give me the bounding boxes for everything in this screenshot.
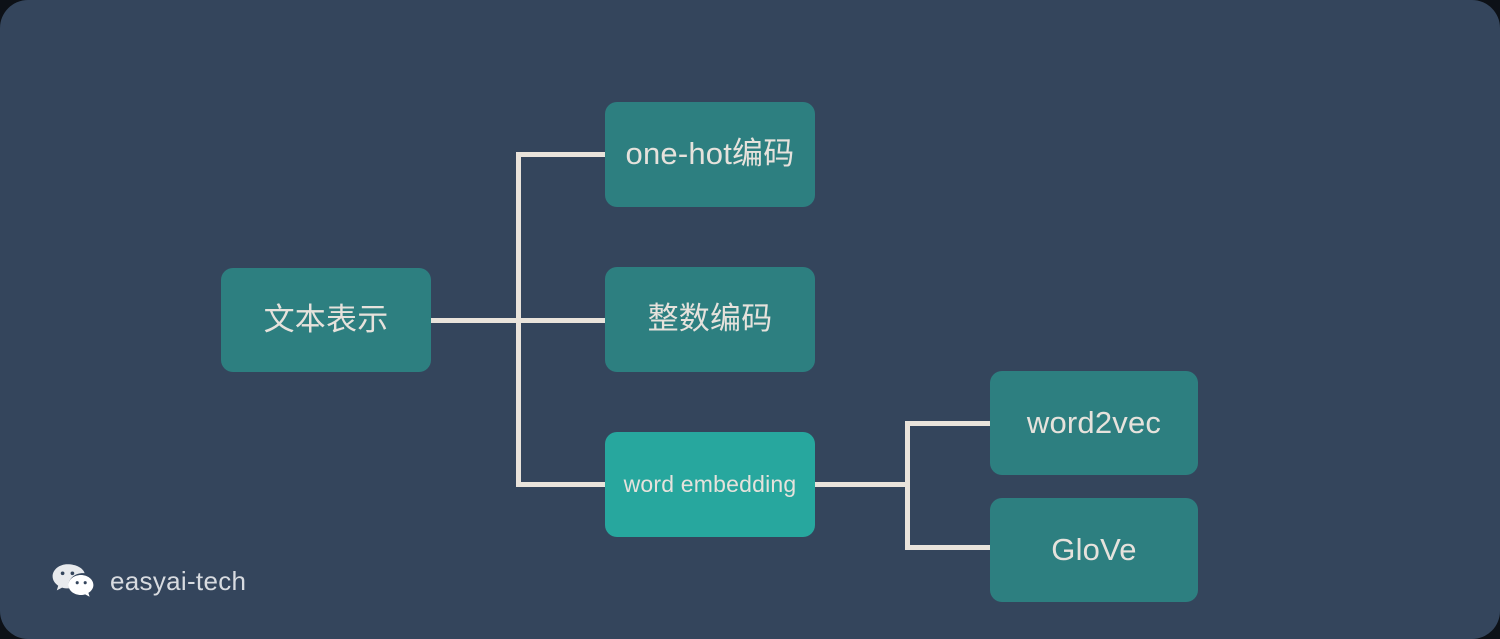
edge-trunk2-to-glove [905, 545, 994, 550]
node-glove[interactable]: GloVe [990, 498, 1198, 602]
edge-trunk-vertical [516, 152, 521, 487]
node-root-text-representation[interactable]: 文本表示 [221, 268, 431, 372]
node-one-hot-encoding[interactable]: one-hot编码 [605, 102, 815, 207]
node-word2vec[interactable]: word2vec [990, 371, 1198, 475]
node-integer-encoding[interactable]: 整数编码 [605, 267, 815, 372]
edge-trunk-to-word-embedding [516, 482, 605, 487]
brand-footer: easyai-tech [52, 563, 246, 599]
brand-label: easyai-tech [110, 565, 247, 596]
edge-word-embedding-to-trunk2 [815, 482, 910, 487]
wechat-icon [52, 563, 94, 599]
edge-trunk2-to-word2vec [905, 421, 994, 426]
edge-trunk-to-onehot [516, 152, 605, 157]
node-word-embedding[interactable]: word embedding [605, 432, 815, 537]
edge-trunk2-vertical [905, 421, 910, 550]
